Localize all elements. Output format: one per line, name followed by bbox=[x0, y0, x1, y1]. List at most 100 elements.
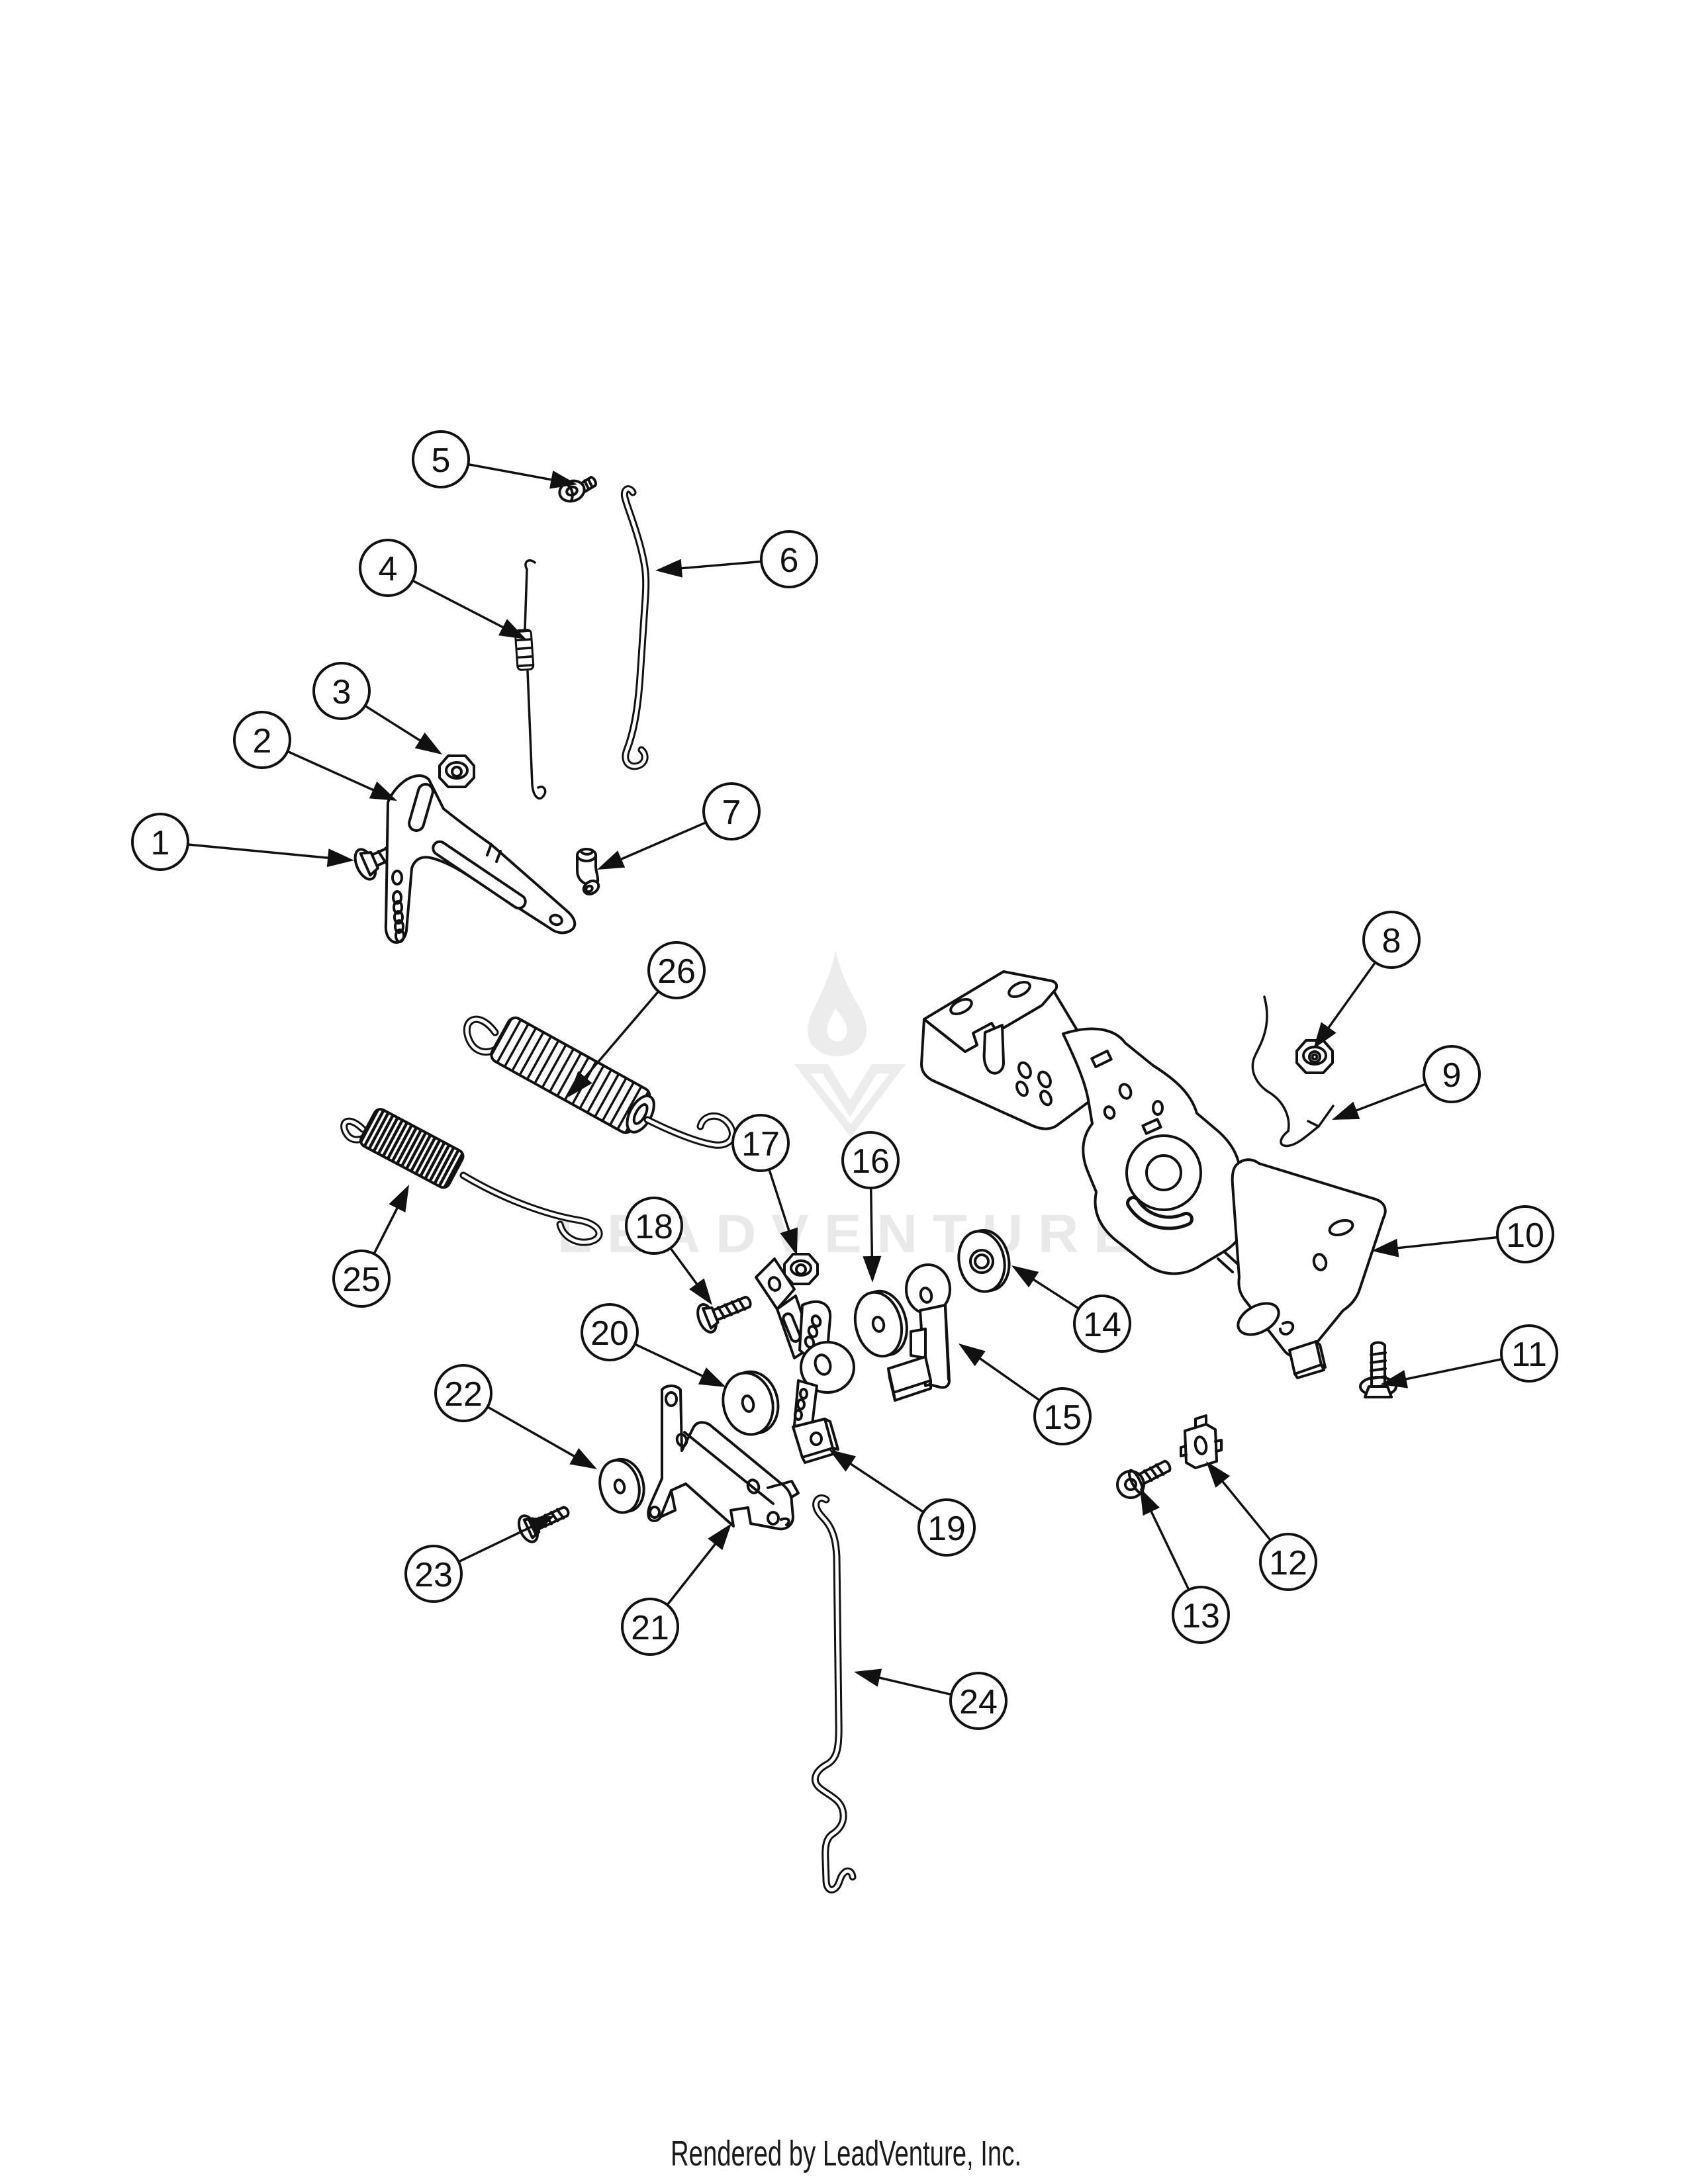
callout-circle[interactable] bbox=[404, 1545, 463, 1603]
callout-23[interactable]: 23 bbox=[404, 1516, 555, 1603]
callout-leader-line bbox=[1351, 1083, 1427, 1114]
callout-circle[interactable] bbox=[1073, 1295, 1131, 1353]
callout-20[interactable]: 20 bbox=[581, 1303, 726, 1387]
bell-crank-part-19[interactable] bbox=[755, 1257, 855, 1464]
callout-7[interactable]: 7 bbox=[597, 782, 761, 870]
callout-5[interactable]: 5 bbox=[412, 430, 577, 489]
callout-26[interactable]: 26 bbox=[568, 941, 706, 1097]
control-rod-part-6[interactable] bbox=[620, 485, 650, 770]
callout-14[interactable]: 14 bbox=[1011, 1265, 1131, 1353]
callout-circle[interactable] bbox=[131, 813, 189, 871]
callout-arrowhead bbox=[549, 470, 577, 489]
callout-12[interactable]: 12 bbox=[1206, 1461, 1317, 1591]
callout-arrowhead bbox=[526, 1516, 555, 1535]
choke-rod-part-24[interactable] bbox=[811, 1494, 857, 1893]
callout-arrowhead bbox=[597, 850, 626, 870]
callout-circle[interactable] bbox=[1500, 1324, 1558, 1383]
callouts-layer: 1234567891011121314151617181920212223242… bbox=[131, 430, 1558, 1730]
callout-4[interactable]: 4 bbox=[359, 539, 526, 639]
callout-circle[interactable] bbox=[1496, 1205, 1554, 1263]
choke-lever-part-15[interactable] bbox=[887, 1263, 951, 1402]
friction-disc-part-16[interactable] bbox=[849, 1286, 913, 1361]
callout-arrowhead bbox=[389, 1185, 409, 1213]
callout-leader-line bbox=[676, 560, 762, 570]
callout-circle[interactable] bbox=[412, 430, 470, 488]
callout-leader-line bbox=[666, 1539, 720, 1606]
callout-leader-line bbox=[616, 821, 707, 862]
callout-circle[interactable] bbox=[647, 941, 706, 999]
callout-circle[interactable] bbox=[233, 711, 291, 769]
callout-leader-line bbox=[1028, 1275, 1080, 1310]
washer-part-14[interactable] bbox=[953, 1226, 1014, 1296]
callout-circle[interactable] bbox=[581, 1303, 639, 1361]
callout-25[interactable]: 25 bbox=[332, 1185, 409, 1308]
callout-circle[interactable] bbox=[359, 539, 417, 597]
callout-leader-line bbox=[1325, 962, 1376, 1032]
callout-21[interactable]: 21 bbox=[621, 1524, 731, 1656]
callout-3[interactable]: 3 bbox=[312, 662, 442, 754]
callout-arrowhead bbox=[655, 559, 683, 578]
callout-11[interactable]: 11 bbox=[1380, 1324, 1558, 1388]
callout-leader-line bbox=[364, 704, 425, 745]
friction-disc-part-20[interactable] bbox=[717, 1367, 784, 1440]
callout-8[interactable]: 8 bbox=[1313, 911, 1421, 1049]
callout-2[interactable]: 2 bbox=[233, 711, 397, 801]
friction-disc-part-22[interactable] bbox=[594, 1455, 649, 1516]
callout-circle[interactable] bbox=[841, 1131, 900, 1189]
callout-circle[interactable] bbox=[731, 1114, 790, 1172]
callout-15[interactable]: 15 bbox=[959, 1343, 1092, 1445]
callout-leader-line bbox=[869, 1187, 874, 1262]
governor-wire-part-9[interactable] bbox=[1251, 995, 1335, 1148]
throttle-lever-part-2[interactable] bbox=[384, 774, 577, 944]
callout-18[interactable]: 18 bbox=[625, 1197, 712, 1305]
screw-part-13[interactable] bbox=[1113, 1453, 1175, 1502]
callout-number: 8 bbox=[1382, 922, 1401, 960]
cable-clip-part-7[interactable] bbox=[576, 848, 601, 897]
callout-22[interactable]: 22 bbox=[434, 1364, 597, 1469]
callout-circle[interactable] bbox=[917, 1498, 976, 1557]
callout-number: 21 bbox=[631, 1609, 669, 1647]
callout-circle[interactable] bbox=[702, 782, 761, 841]
callout-17[interactable]: 17 bbox=[731, 1114, 798, 1255]
hex-bolt-part-11[interactable] bbox=[1359, 1341, 1397, 1398]
callout-circle[interactable] bbox=[760, 530, 818, 588]
callout-10[interactable]: 10 bbox=[1372, 1205, 1554, 1263]
callout-16[interactable]: 16 bbox=[841, 1131, 900, 1283]
callout-leader-line bbox=[287, 750, 379, 794]
callout-number: 18 bbox=[635, 1208, 673, 1246]
callout-13[interactable]: 13 bbox=[1140, 1488, 1230, 1644]
callout-19[interactable]: 19 bbox=[829, 1449, 976, 1557]
callout-leader-line bbox=[845, 1460, 924, 1514]
control-bracket-assembly-part-10[interactable] bbox=[920, 970, 1387, 1379]
callout-circle[interactable] bbox=[332, 1250, 391, 1308]
callout-9[interactable]: 9 bbox=[1332, 1045, 1481, 1120]
callout-circle[interactable] bbox=[1172, 1586, 1230, 1644]
callout-circle[interactable] bbox=[1259, 1533, 1317, 1591]
hex-nut-part-3[interactable] bbox=[438, 754, 475, 788]
wire-spring-part-4[interactable] bbox=[514, 559, 547, 800]
callout-circle[interactable] bbox=[312, 662, 371, 720]
callout-24[interactable]: 24 bbox=[854, 1668, 1008, 1730]
extension-spring-part-26[interactable] bbox=[463, 1015, 736, 1149]
clip-nut-part-12[interactable] bbox=[1180, 1414, 1223, 1469]
callout-circle[interactable] bbox=[1423, 1045, 1481, 1103]
callout-circle[interactable] bbox=[625, 1197, 683, 1255]
hex-nut-part-8[interactable] bbox=[1295, 1039, 1334, 1074]
callout-leader-line bbox=[768, 1169, 792, 1236]
callout-1[interactable]: 1 bbox=[131, 813, 354, 871]
callout-circle[interactable] bbox=[1362, 911, 1421, 969]
hex-bolt-part-18[interactable] bbox=[694, 1287, 755, 1334]
extension-spring-part-25[interactable] bbox=[340, 1107, 603, 1246]
callout-number: 25 bbox=[342, 1261, 381, 1299]
callout-arrowhead bbox=[863, 1255, 882, 1283]
callout-arrowhead bbox=[369, 781, 397, 801]
callout-circle[interactable] bbox=[434, 1364, 492, 1422]
callout-leader-line bbox=[187, 843, 334, 860]
callout-circle[interactable] bbox=[1033, 1387, 1092, 1445]
callout-circle[interactable] bbox=[621, 1598, 679, 1656]
callout-number: 20 bbox=[590, 1314, 629, 1353]
speed-control-bracket-part-21[interactable] bbox=[647, 1385, 800, 1531]
hex-bolt-part-1[interactable] bbox=[351, 826, 425, 882]
callout-6[interactable]: 6 bbox=[655, 530, 818, 588]
callout-circle[interactable] bbox=[949, 1672, 1008, 1730]
